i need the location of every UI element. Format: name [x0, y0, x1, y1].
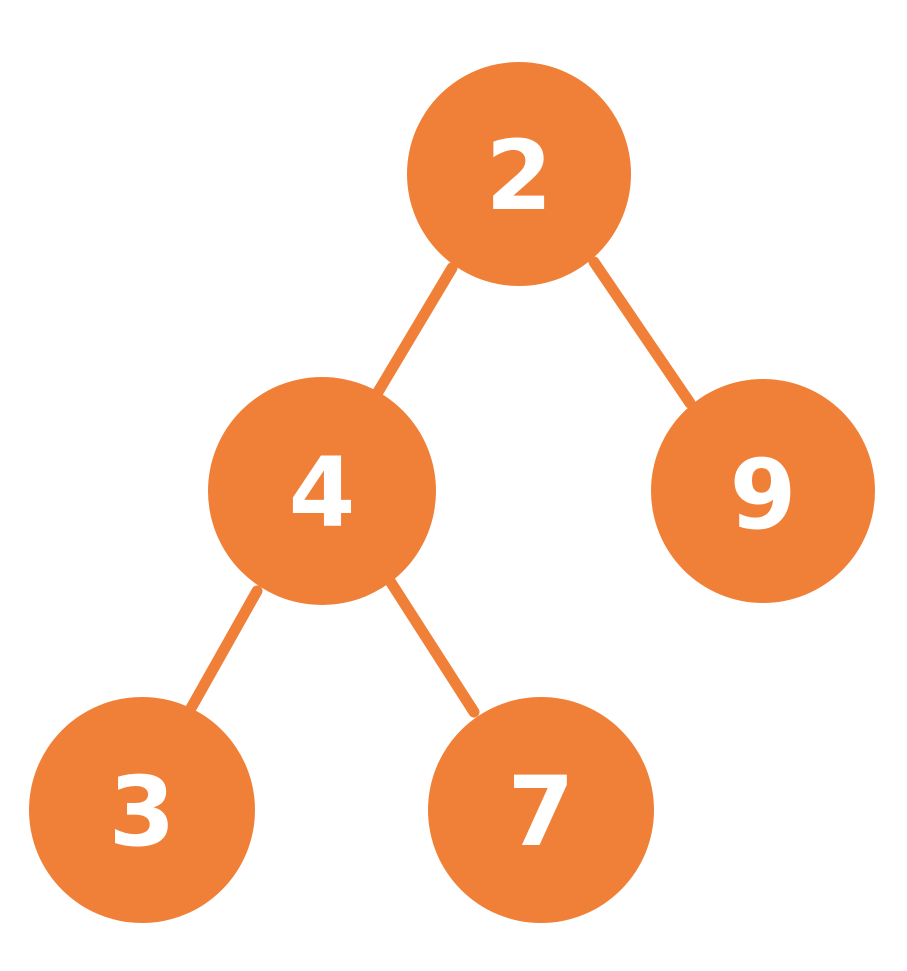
tree-nodes: 2 4 9 3 7: [29, 62, 875, 923]
node-label-3: 3: [109, 756, 176, 868]
node-circle-4: [208, 377, 436, 605]
node-label-4: 4: [289, 437, 356, 549]
tree-node-9: 9: [651, 379, 875, 603]
node-circle-7: [428, 697, 654, 923]
edge-2-to-4: [372, 262, 458, 398]
tree-node-3: 3: [29, 697, 255, 923]
tree-node-7: 7: [428, 697, 654, 923]
edge-2-to-9: [588, 256, 696, 409]
node-label-2: 2: [486, 120, 553, 232]
edge-4-to-7: [384, 575, 480, 718]
tree-edges: [184, 256, 696, 718]
node-circle-9: [651, 379, 875, 603]
node-label-9: 9: [730, 439, 797, 551]
node-circle-2: [407, 62, 631, 286]
edge-4-to-3: [184, 585, 263, 716]
tree-node-4: 4: [208, 377, 436, 605]
node-circle-3: [29, 697, 255, 923]
tree-node-2: 2: [407, 62, 631, 286]
node-label-7: 7: [508, 756, 575, 868]
